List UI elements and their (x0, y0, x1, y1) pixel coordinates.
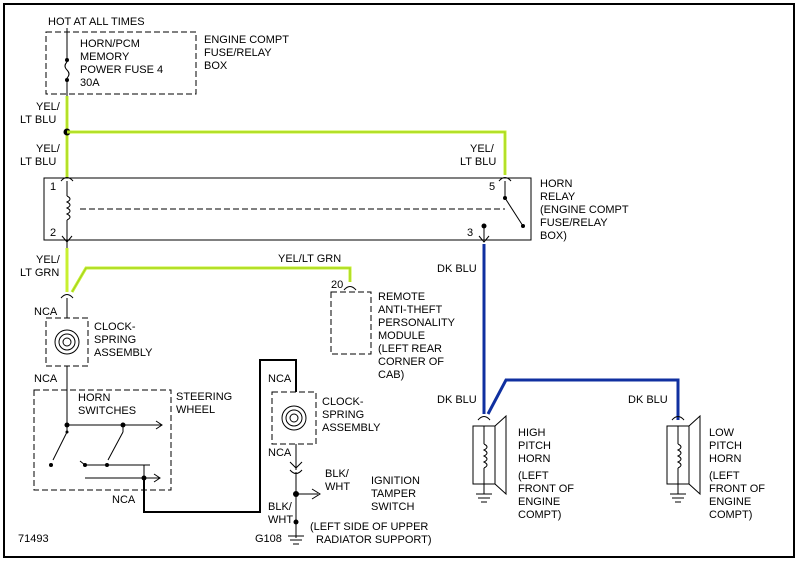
nca-label-3: NCA (112, 494, 136, 506)
pin-2: 2 (50, 227, 56, 239)
relay-coil-icon (61, 181, 73, 243)
ignition-label-1: IGNITION (371, 475, 420, 487)
wire-label-ltblu-2: LT BLU (20, 156, 56, 168)
relay-label-1: HORN (540, 178, 572, 190)
wire-black-horn-switch (143, 359, 297, 513)
horn-icon (472, 414, 507, 503)
wire-label-blk-wht-2: WHT (325, 481, 350, 493)
low-horn-label-4: (LEFT (709, 470, 740, 482)
wire-yel-ltgrn-branch (70, 266, 352, 293)
high-horn-label-6: ENGINE (518, 496, 560, 508)
wire-label-dk-blu-3: DK BLU (628, 394, 668, 406)
wire-label-yel-right: YEL/ (470, 143, 495, 155)
horn-icon (666, 414, 701, 503)
fuse-box-label-2: FUSE/RELAY (204, 47, 272, 59)
clockspring-left-label-3: ASSEMBLY (94, 347, 153, 359)
wire-label-blk-wht-3: BLK/ (268, 501, 293, 513)
low-horn-label-6: ENGINE (709, 496, 751, 508)
steering-wheel-label-2: WHEEL (176, 404, 215, 416)
pin-5: 5 (489, 181, 495, 193)
wire-label-ltgrn: LT GRN (20, 267, 59, 279)
clockspring-left-box (45, 317, 89, 367)
pin-20: 20 (331, 279, 343, 291)
remote-module-box (330, 291, 372, 355)
nca-label-5: NCA (268, 447, 292, 459)
fuse-name-3: POWER FUSE 4 (80, 64, 163, 76)
wire-label-yel-ltgrn: YEL/LT GRN (278, 253, 341, 265)
clockspring-right-label-1: CLOCK- (322, 396, 364, 408)
horn-switches-label-2: SWITCHES (78, 405, 136, 417)
nca-label-1: NCA (34, 306, 58, 318)
horn-switches-label-1: HORN (78, 392, 110, 404)
fuse-name-1: HORN/PCM (80, 38, 140, 50)
clockspring-left-label-1: CLOCK- (94, 321, 136, 333)
low-horn-label-3: HORN (709, 453, 741, 465)
wire-label-blk-wht-1: BLK/ (325, 468, 350, 480)
hot-at-all-times-label: HOT AT ALL TIMES (48, 16, 145, 28)
clockspring-right-label-3: ASSEMBLY (322, 422, 381, 434)
ground-id: G108 (255, 533, 282, 545)
fuse-name-2: MEMORY (80, 51, 130, 63)
steering-wheel-label-1: STEERING (176, 391, 232, 403)
clockspring-right-label-2: SPRING (322, 409, 364, 421)
wire-label-ltblu-right: LT BLU (460, 156, 496, 168)
ignition-label-2: TAMPER (371, 488, 416, 500)
pin-1: 1 (50, 181, 56, 193)
steering-wheel-box (33, 389, 172, 491)
high-horn-label-1: HIGH (518, 427, 546, 439)
wire-label-yel-3: YEL/ (36, 254, 61, 266)
relay-label-2: RELAY (540, 191, 576, 203)
high-horn-label-5: FRONT OF (518, 483, 574, 495)
module-label-3: PERSONALITY (378, 317, 456, 329)
clockspring-icon (54, 329, 80, 355)
relay-label-5: BOX) (540, 230, 567, 242)
horn-relay-box (43, 177, 532, 241)
fuse-box-outline (45, 31, 197, 95)
module-label-1: REMOTE (378, 291, 425, 303)
high-horn-label-4: (LEFT (518, 470, 549, 482)
low-horn-label-2: PITCH (709, 440, 742, 452)
horn-switch-icon (49, 420, 163, 483)
relay-label-3: (ENGINE COMPT (540, 204, 629, 216)
fuse-box-label-1: ENGINE COMPT (204, 34, 289, 46)
low-horn-label-5: FRONT OF (709, 483, 765, 495)
wire-dk-blu-low (486, 378, 680, 420)
fuse-rating: 30A (80, 77, 100, 89)
connector-icon (60, 177, 74, 182)
clockspring-left-label-2: SPRING (94, 334, 136, 346)
ground-icon (288, 519, 304, 545)
relay-switch-icon (478, 181, 525, 243)
wire-yel-ltblu-branch (67, 130, 507, 175)
wire-label-ltblu-1: LT BLU (20, 114, 56, 126)
low-horn-label-1: LOW (709, 427, 735, 439)
module-label-4: MODULE (378, 330, 425, 342)
wire-label-blk-wht-4: WHT (268, 514, 293, 526)
high-horn-label-3: HORN (518, 453, 550, 465)
clockspring-right-box (271, 391, 317, 445)
relay-label-4: FUSE/RELAY (540, 217, 608, 229)
pin-3: 3 (467, 227, 473, 239)
nca-label-4: NCA (268, 373, 292, 385)
ground-location-1: (LEFT SIDE OF UPPER (310, 521, 428, 533)
high-horn-label-7: COMPT) (518, 509, 561, 521)
module-label-5: (LEFT REAR (378, 343, 442, 355)
wire-label-dk-blu-1: DK BLU (437, 263, 477, 275)
fuse-box-label-3: BOX (204, 60, 228, 72)
clockspring-icon (281, 405, 307, 431)
module-label-7: CAB) (378, 369, 404, 381)
nca-label-2: NCA (34, 373, 58, 385)
figure-id: 71493 (18, 533, 49, 545)
wire-label-yel-1: YEL/ (36, 101, 61, 113)
ground-location-2: RADIATOR SUPPORT) (316, 534, 432, 546)
ignition-label-3: SWITCH (371, 501, 414, 513)
wire-label-yel-2: YEL/ (36, 143, 61, 155)
diagram-border (3, 3, 795, 558)
low-horn-label-7: COMPT) (709, 509, 752, 521)
module-label-2: ANTI-THEFT (378, 304, 442, 316)
fuse-icon (64, 58, 70, 82)
wire-label-dk-blu-2: DK BLU (437, 394, 477, 406)
module-label-6: CORNER OF (378, 356, 444, 368)
high-horn-label-2: PITCH (518, 440, 551, 452)
